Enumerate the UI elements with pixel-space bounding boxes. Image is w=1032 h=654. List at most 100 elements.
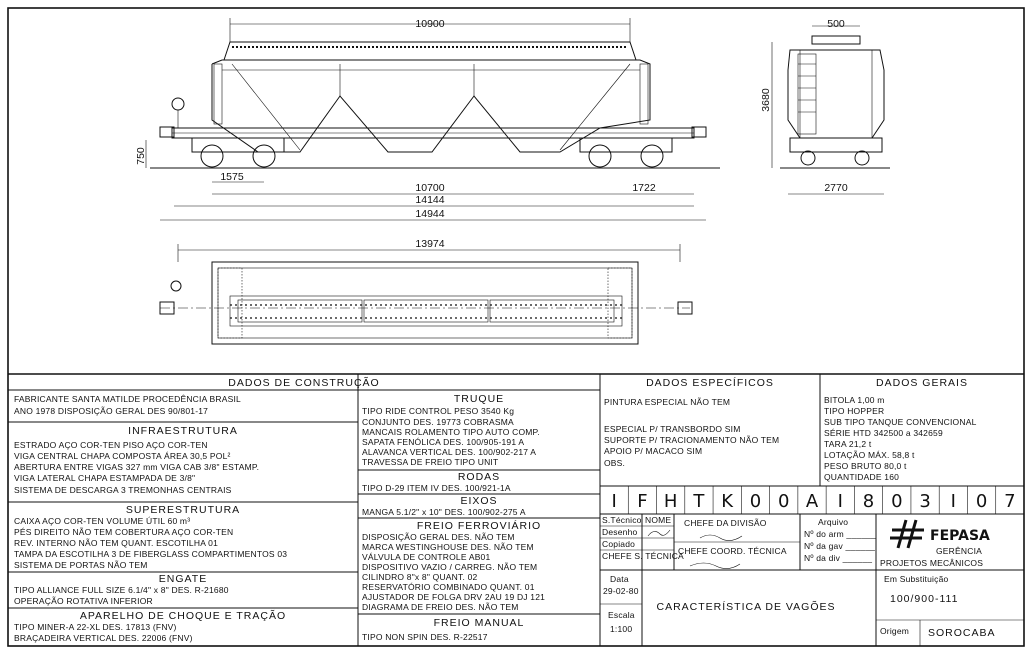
gerais-row: SÉRIE HTD 342500 a 342659 <box>824 428 943 438</box>
gerais-row: LOTAÇÃO MÁX. 58,8 t <box>824 450 915 460</box>
signature-coord <box>689 562 741 569</box>
freio-row: CILINDRO 8"x 8" QUANT. 02 <box>362 572 477 582</box>
tb-arquivo: Arquivo <box>818 517 848 527</box>
infra-row: SISTEMA DE DESCARGA 3 TREMONHAS CENTRAIS <box>14 485 232 495</box>
tb-substituicao-label: Em Substituição <box>884 574 948 584</box>
plan-view: 13974 <box>159 238 693 345</box>
tb-data-label: Data <box>610 574 629 584</box>
title-block: S.Técnico NOME Desenho Copiado CHEFE S. … <box>600 514 1024 646</box>
gerais-row: TIPO HOPPER <box>824 406 884 416</box>
infra-row: ABERTURA ENTRE VIGAS 327 mm VIGA CAB 3/8… <box>14 462 259 472</box>
tb-no-gav: Nº da gav ______ <box>804 541 875 551</box>
code-char: I <box>951 491 956 512</box>
especificos-row: PINTURA ESPECIAL NÃO TEM <box>604 397 730 407</box>
signature-divisao <box>699 534 743 541</box>
code-char: A <box>806 491 819 512</box>
dim-top-length: 10900 <box>415 18 444 30</box>
aparelho-title: APARELHO DE CHOQUE E TRAÇÃO <box>80 609 286 622</box>
truque-row: SAPATA FENÓLICA DES. 100/905-191 A <box>362 437 524 447</box>
side-dimensions: 10900 750 1575 10700 1722 14144 14944 <box>135 18 706 221</box>
brand-gerencia: GERÊNCIA <box>936 546 982 556</box>
tb-no-arm: Nº do arm ______ <box>804 529 876 539</box>
truque-row: TRAVESSA DE FREIO TIPO UNIT <box>362 457 498 467</box>
construcao-title: DADOS DE CONSTRUÇÃO <box>228 376 379 389</box>
gerais-row: QUANTIDADE 160 <box>824 472 899 482</box>
dim-end-width: 2770 <box>824 182 848 194</box>
code-char: 0 <box>750 491 761 512</box>
brand-projetos: PROJETOS MECÂNICOS <box>880 558 983 568</box>
tb-escala-value: 1:100 <box>610 624 632 634</box>
tb-no-div: Nº da div ______ <box>804 553 872 563</box>
engate-row: OPERAÇÃO ROTATIVA INFERIOR <box>14 596 153 606</box>
infra-row: VIGA CENTRAL CHAPA COMPOSTA ÁREA 30,5 PO… <box>14 451 231 461</box>
freio-row: DIAGRAMA DE FREIO DES. NÃO TEM <box>362 602 519 612</box>
gerais-title: DADOS GERAIS <box>876 377 968 389</box>
code-char: 0 <box>976 491 987 512</box>
especificos-row: APOIO P/ MACACO SIM <box>604 446 702 456</box>
engate-row: TIPO ALLIANCE FULL SIZE 6.1/4" x 8" DES.… <box>14 585 229 595</box>
eixos-row: MANGA 5.1/2" x 10" DES. 100/902-275 A <box>362 507 526 517</box>
dim-bogie: 1575 <box>220 171 244 183</box>
code-char: F <box>637 491 647 512</box>
especificos-row: ESPECIAL P/ TRANSBORDO SIM <box>604 424 741 434</box>
tb-copiado: Copiado <box>602 539 635 549</box>
code-char: 8 <box>863 491 874 512</box>
dim-plan-length: 13974 <box>415 238 444 250</box>
super-title: SUPERESTRUTURA <box>126 504 240 516</box>
tb-s-tecnico: S.Técnico <box>602 515 642 525</box>
tb-escala-label: Escala <box>608 610 635 620</box>
tb-chefe-coord: CHEFE COORD. TÉCNICA <box>678 546 787 556</box>
freio-row: RESERVATÓRIO COMBINADO QUANT. 01 <box>362 582 535 592</box>
code-char: 3 <box>919 491 930 512</box>
dim-inner-length: 10700 <box>415 182 444 194</box>
truque-row: CONJUNTO DES. 19773 COBRASMA <box>362 417 514 427</box>
fepasa-logo <box>890 519 924 549</box>
brand-name: FEPASA <box>930 528 990 544</box>
end-view: 500 3680 2770 <box>760 18 890 195</box>
aparelho-row: TIPO MINER-A 22-XL DES. 17813 (FNV) <box>14 622 177 632</box>
dim-total-length: 14944 <box>415 208 444 220</box>
data-tables <box>8 373 1024 646</box>
construcao-row: ANO 1978 DISPOSIÇÃO GERAL DES 90/801-17 <box>14 406 208 416</box>
code-char: H <box>664 491 678 512</box>
freio-row: AJUSTADOR DE FOLGA DRV 2AU 19 DJ 121 <box>362 592 545 602</box>
rodas-row: TIPO D-29 ITEM IV DES. 100/921-1A <box>362 483 511 493</box>
tb-data-value: 29-02-80 <box>603 586 639 596</box>
eixos-title: EIXOS <box>460 495 497 507</box>
super-row: SISTEMA DE PORTAS NÃO TEM <box>14 560 147 570</box>
engate-title: ENGATE <box>159 573 207 585</box>
tb-substituicao-value: 100/900-111 <box>890 593 958 605</box>
side-elevation-view <box>150 41 720 169</box>
code-char: 7 <box>1004 491 1015 512</box>
gerais-row: BITOLA 1,00 m <box>824 395 885 405</box>
dim-overhang: 1722 <box>632 182 656 194</box>
freio-row: DISPOSIÇÃO GERAL DES. NÃO TEM <box>362 532 515 542</box>
truque-title: TRUQUE <box>454 393 504 405</box>
truque-section: TRUQUE TIPO RIDE CONTROL PESO 3540 Kg CO… <box>358 393 600 642</box>
tb-nome: NOME <box>645 515 671 525</box>
sheet-border <box>7 7 1025 647</box>
code-char: 0 <box>778 491 789 512</box>
tb-origem-label: Origem <box>880 626 909 636</box>
code-char: I <box>838 491 843 512</box>
dim-body-length: 14144 <box>415 194 444 206</box>
gerais-row: PESO BRUTO 80,0 t <box>824 461 907 471</box>
super-row: PÉS DIREITO NÃO TEM COBERTURA AÇO COR-TE… <box>14 527 233 537</box>
truque-row: ALAVANCA VERTICAL DES. 100/902-217 A <box>362 447 536 457</box>
gerais-row: TARA 21,2 t <box>824 439 872 449</box>
especificos-row: OBS. <box>604 458 625 468</box>
truque-row: TIPO RIDE CONTROL PESO 3540 Kg <box>362 406 514 416</box>
freio-manual-row: TIPO NON SPIN DES. R-22517 <box>362 632 488 642</box>
tb-chefe-divisao: CHEFE DA DIVISÃO <box>684 518 767 528</box>
code-char: T <box>692 491 705 512</box>
code-char: K <box>721 491 734 512</box>
code-char: I <box>611 491 616 512</box>
freio-row: MARCA WESTINGHOUSE DES. NÃO TEM <box>362 542 534 552</box>
infra-row: ESTRADO AÇO COR-TEN PISO AÇO COR-TEN <box>14 440 208 450</box>
dim-end-height: 3680 <box>760 88 772 112</box>
tb-chefe-s-tecnica: CHEFE S. TÉCNICA <box>602 551 684 561</box>
drawing-title: CARACTERÍSTICA DE VAGÕES <box>656 600 835 613</box>
construcao-section: DADOS DE CONSTRUÇÃO FABRICANTE SANTA MAT… <box>8 376 600 643</box>
